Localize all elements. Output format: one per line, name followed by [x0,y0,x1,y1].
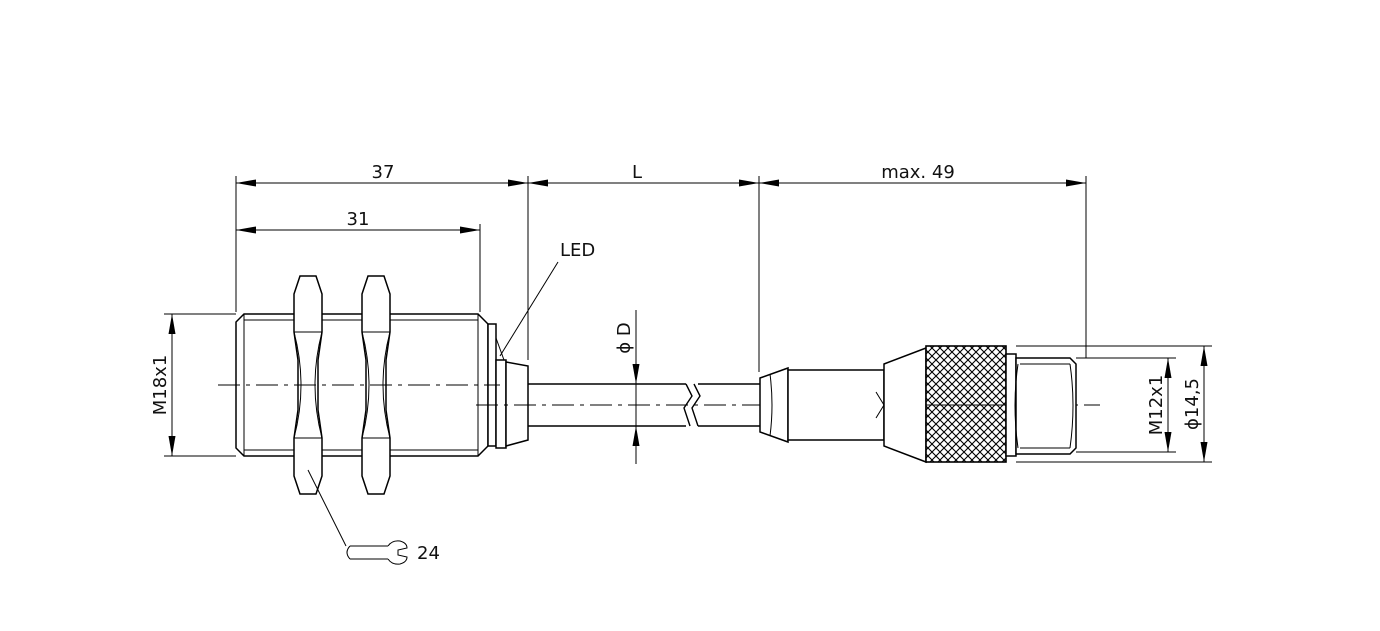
dim-wrench-size: 24 [417,543,440,564]
connector [759,345,1077,464]
dim-thread-size-lines [164,313,236,457]
dimension-lines-top [235,176,1087,372]
led-label: LED [560,240,595,261]
wrench-leader-line [307,469,347,547]
dim-cable-length: L [632,162,642,183]
dim-connector-length: max. 49 [881,162,955,183]
led-leader-line [499,261,559,357]
dim-connector-lines [1016,345,1212,463]
dim-overall-length: 37 [372,162,395,183]
dim-cable-diameter: ϕ D [614,322,635,353]
dim-connector-diameter: ϕ14,5 [1182,378,1203,430]
knurled-coupling-nut [925,345,1007,463]
dim-cable-diameter-lines [632,310,640,464]
dim-connector-thread: M12x1 [1146,375,1167,436]
dim-thread-length: 31 [347,209,370,230]
wrench-icon [346,540,408,565]
dim-thread-size: M18x1 [150,355,171,416]
